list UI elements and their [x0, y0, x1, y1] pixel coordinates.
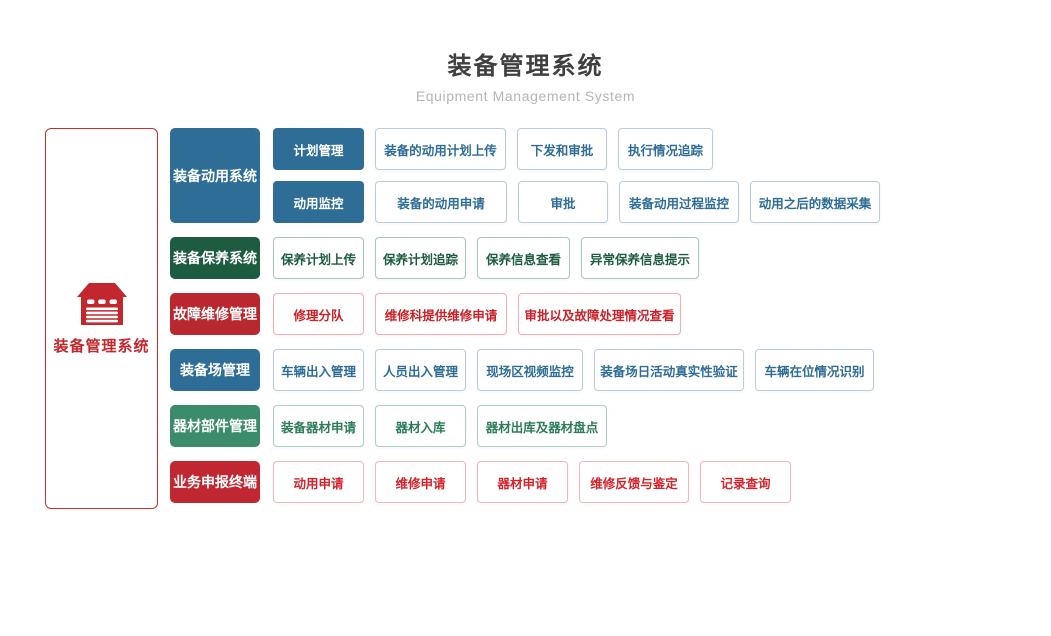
feature-box: 车辆出入管理	[273, 349, 364, 391]
category-equipment-yard: 装备场管理	[170, 349, 260, 391]
feature-box: 器材申请	[477, 461, 568, 503]
feature-box: 保养信息查看	[477, 237, 570, 279]
row-business-terminal: 动用申请 维修申请 器材申请 维修反馈与鉴定 记录查询	[273, 461, 791, 503]
feature-box: 人员出入管理	[375, 349, 466, 391]
feature-box: 车辆在位情况识别	[755, 349, 874, 391]
diagram-body: 装备管理系统 装备动用系统 计划管理 装备的动用计划上传 下发和审批 执行情况追…	[45, 128, 880, 509]
feature-box: 动用之后的数据采集	[750, 181, 880, 223]
category-equipment-maintenance: 装备保养系统	[170, 237, 260, 279]
feature-box: 维修科提供维修申请	[375, 293, 507, 335]
subcategory-plan-management: 计划管理	[273, 128, 364, 170]
root-system-box: 装备管理系统	[45, 128, 158, 509]
row-material-parts: 装备器材申请 器材入库 器材出库及器材盘点	[273, 405, 607, 447]
row-mobilization-monitoring: 动用监控 装备的动用申请 审批 装备动用过程监控 动用之后的数据采集	[273, 181, 880, 223]
feature-box: 器材入库	[375, 405, 466, 447]
feature-box: 审批以及故障处理情况查看	[518, 293, 681, 335]
feature-box: 下发和审批	[517, 128, 607, 170]
feature-box: 装备的动用申请	[375, 181, 507, 223]
section-equipment-maintenance: 装备保养系统 保养计划上传 保养计划追踪 保养信息查看 异常保养信息提示	[170, 237, 880, 279]
feature-box: 装备场日活动真实性验证	[594, 349, 744, 391]
feature-box: 装备器材申请	[273, 405, 364, 447]
subcategory-mobilization-monitoring: 动用监控	[273, 181, 364, 223]
feature-box: 维修申请	[375, 461, 466, 503]
feature-box: 保养计划上传	[273, 237, 364, 279]
feature-box: 装备的动用计划上传	[375, 128, 506, 170]
page-header: 装备管理系统 Equipment Management System	[0, 0, 1051, 104]
feature-box: 动用申请	[273, 461, 364, 503]
feature-box: 审批	[518, 181, 608, 223]
section-equipment-mobilization: 装备动用系统 计划管理 装备的动用计划上传 下发和审批 执行情况追踪 动用监控 …	[170, 128, 880, 223]
section-material-parts: 器材部件管理 装备器材申请 器材入库 器材出库及器材盘点	[170, 405, 880, 447]
section-business-terminal: 业务申报终端 动用申请 维修申请 器材申请 维修反馈与鉴定 记录查询	[170, 461, 880, 503]
row-plan-management: 计划管理 装备的动用计划上传 下发和审批 执行情况追踪	[273, 128, 880, 170]
feature-box: 维修反馈与鉴定	[579, 461, 689, 503]
page-title: 装备管理系统	[447, 53, 604, 80]
feature-box: 记录查询	[700, 461, 791, 503]
row-equipment-yard: 车辆出入管理 人员出入管理 现场区视频监控 装备场日活动真实性验证 车辆在位情况…	[273, 349, 874, 391]
category-material-parts: 器材部件管理	[170, 405, 260, 447]
category-equipment-mobilization: 装备动用系统	[170, 128, 260, 223]
feature-box: 异常保养信息提示	[581, 237, 699, 279]
feature-box: 执行情况追踪	[618, 128, 713, 170]
feature-box: 现场区视频监控	[477, 349, 583, 391]
category-business-terminal: 业务申报终端	[170, 461, 260, 503]
row-maintenance: 保养计划上传 保养计划追踪 保养信息查看 异常保养信息提示	[273, 237, 699, 279]
feature-box: 器材出库及器材盘点	[477, 405, 607, 447]
feature-box: 保养计划追踪	[375, 237, 466, 279]
root-system-label: 装备管理系统	[53, 338, 150, 355]
sections-column: 装备动用系统 计划管理 装备的动用计划上传 下发和审批 执行情况追踪 动用监控 …	[170, 128, 880, 503]
section-equipment-yard: 装备场管理 车辆出入管理 人员出入管理 现场区视频监控 装备场日活动真实性验证 …	[170, 349, 880, 391]
category-fault-repair: 故障维修管理	[170, 293, 260, 335]
feature-box: 装备动用过程监控	[619, 181, 739, 223]
garage-icon	[76, 281, 128, 327]
section-fault-repair: 故障维修管理 修理分队 维修科提供维修申请 审批以及故障处理情况查看	[170, 293, 880, 335]
feature-box: 修理分队	[273, 293, 364, 335]
row-fault-repair: 修理分队 维修科提供维修申请 审批以及故障处理情况查看	[273, 293, 681, 335]
page-subtitle: Equipment Management System	[415, 88, 636, 104]
